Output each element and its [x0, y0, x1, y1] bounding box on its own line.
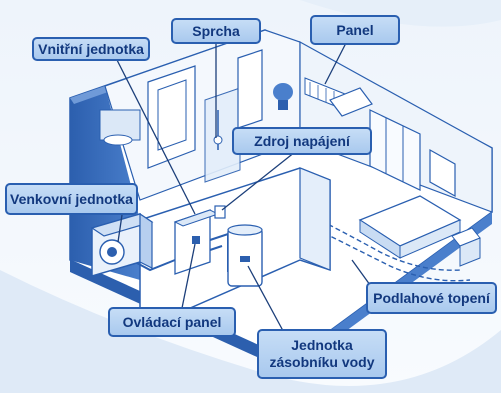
- label-water-tank-line2: zásobníku vody: [269, 354, 375, 370]
- label-shower: Sprcha: [171, 18, 261, 44]
- left-wall-top: [70, 86, 108, 104]
- label-control-panel: Ovládací panel: [108, 307, 236, 337]
- label-power-supply: Zdroj napájení: [232, 127, 372, 155]
- label-water-tank-line1: Jednotka: [291, 337, 353, 353]
- shower-head: [213, 135, 223, 145]
- bedroom-window: [429, 148, 456, 198]
- label-underfloor-heating: Podlahové topení: [366, 282, 497, 314]
- bathroom-door-panel: [157, 79, 187, 151]
- label-panel-text: Panel: [336, 21, 374, 38]
- label-water-tank-unit: Jednotka zásobníku vody: [257, 329, 387, 379]
- label-outdoor-unit: Venkovní jednotka: [5, 183, 138, 215]
- living-room-door: [237, 49, 263, 129]
- background-swoosh-top: [300, 0, 501, 27]
- leader-outdoor-unit: [117, 214, 123, 243]
- outdoor-pipe: [134, 259, 176, 272]
- plant-pot: [278, 100, 288, 110]
- leader-panel: [324, 42, 347, 85]
- background-swoosh: [0, 270, 501, 393]
- leader-water-tank: [247, 265, 289, 341]
- label-shower-text: Sprcha: [192, 22, 240, 39]
- power-supply-box: [214, 205, 226, 219]
- label-power-supply-text: Zdroj napájení: [254, 132, 350, 149]
- partition-wall: [299, 167, 331, 271]
- sink: [103, 134, 133, 146]
- water-tank-display: [240, 256, 250, 262]
- label-panel: Panel: [310, 15, 400, 45]
- plant-leaves: [273, 83, 293, 101]
- leader-power-supply: [221, 147, 301, 211]
- armchair: [329, 87, 373, 117]
- label-indoor-unit: Vnitřní jednotka: [32, 37, 150, 61]
- leader-indoor-unit: [116, 59, 196, 215]
- underfloor-pipe-b: [309, 225, 471, 282]
- shower-stall: [204, 87, 241, 183]
- label-outdoor-unit-text: Venkovní jednotka: [10, 190, 133, 207]
- leader-control-panel: [179, 243, 196, 319]
- control-panel-screen: [192, 236, 200, 244]
- label-indoor-unit-text: Vnitřní jednotka: [38, 40, 144, 57]
- label-control-panel-text: Ovládací panel: [122, 313, 222, 330]
- label-underfloor-heating-text: Podlahové topení: [373, 289, 490, 306]
- bathroom-door: [147, 65, 196, 169]
